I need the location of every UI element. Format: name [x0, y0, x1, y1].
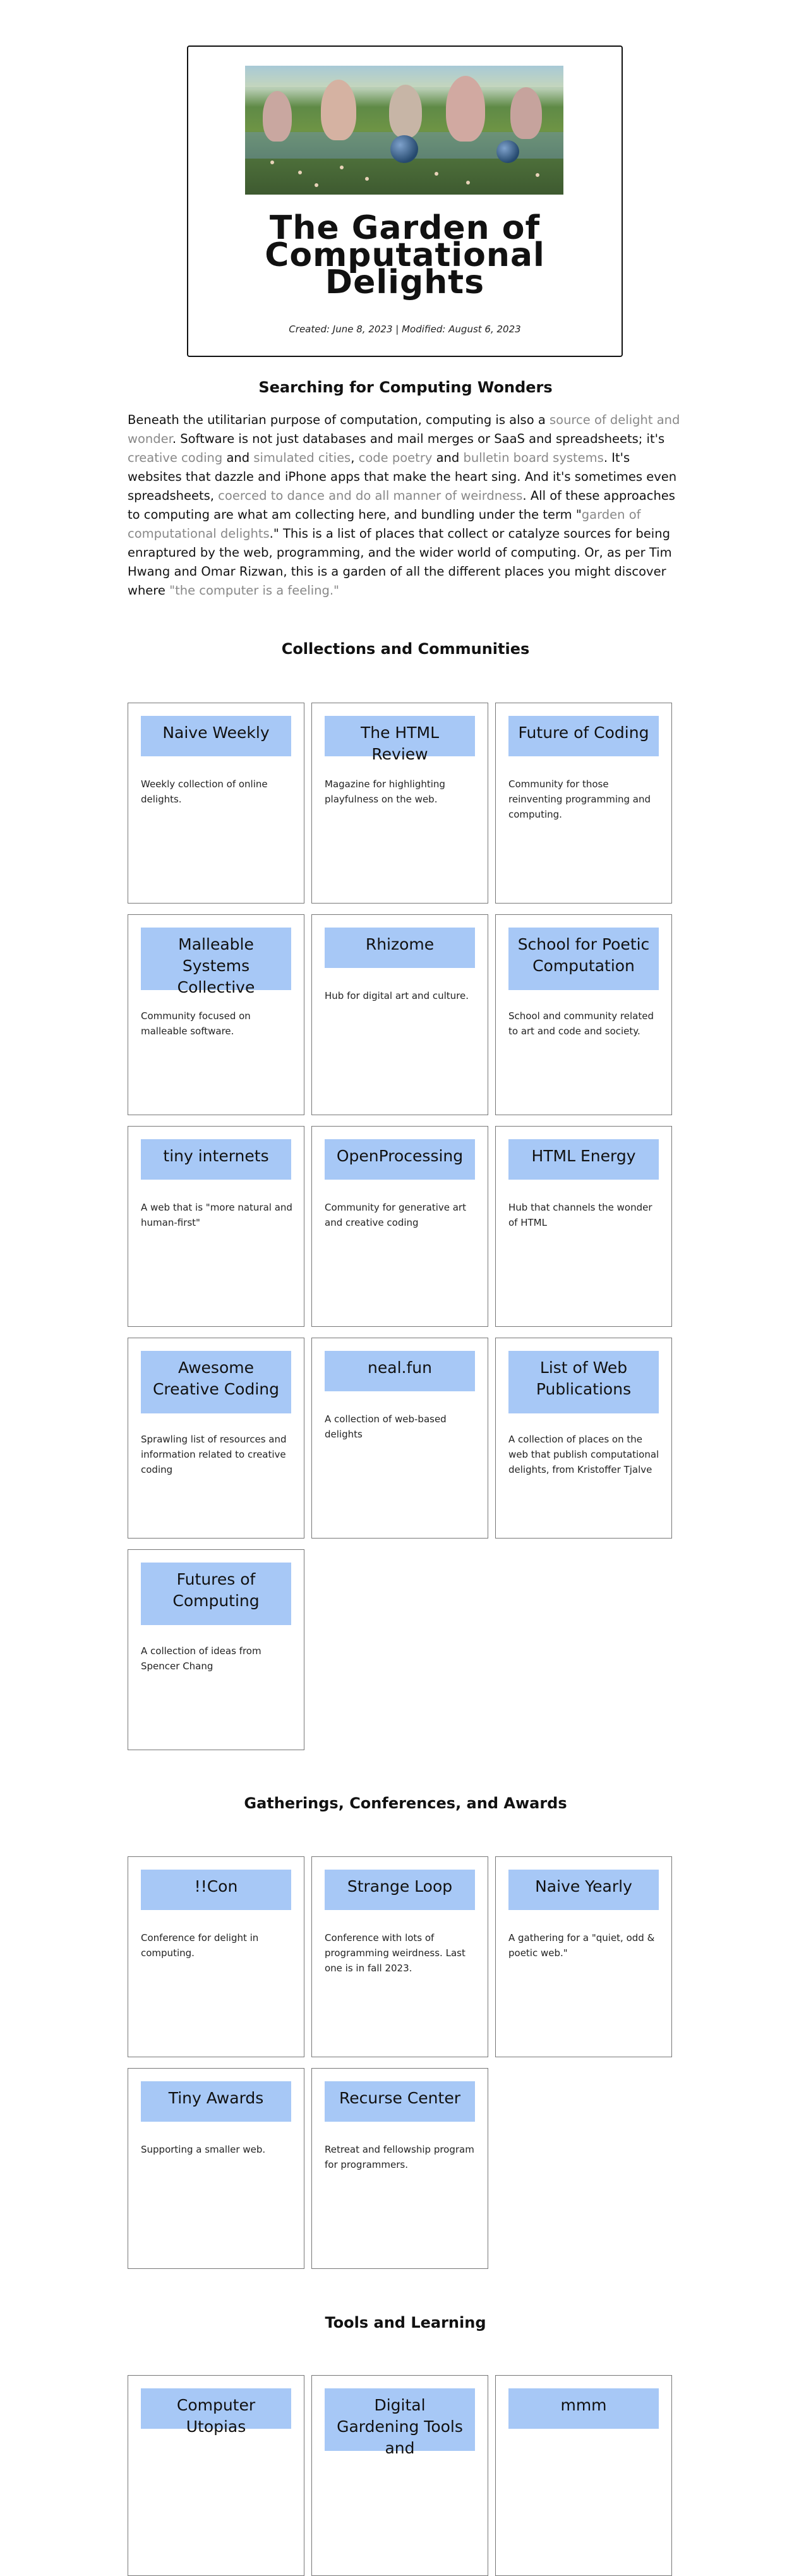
link-computer-is-a-feeling[interactable]: "the computer is a feeling." [169, 583, 340, 598]
card-title[interactable]: Rhizome [325, 928, 475, 968]
title-line-2: Computational [265, 236, 545, 274]
hero-image [245, 66, 563, 195]
link-bulletin-board-systems[interactable]: bulletin board systems [463, 450, 604, 465]
card-description: Supporting a smaller web. [141, 2144, 266, 2155]
header-card: The Garden of Computational Delights Cre… [187, 45, 623, 357]
card-title[interactable]: tiny internets [141, 1139, 291, 1180]
collections-heading: Collections and Communities [281, 640, 530, 658]
card-naive-weekly[interactable]: Naive Weekly Weekly collection of online… [128, 703, 304, 904]
card-description: Hub for digital art and culture. [325, 990, 469, 1001]
card-strange-loop[interactable]: Strange Loop Conference with lots of pro… [311, 1856, 488, 2057]
card-description: A web that is "more natural and human-fi… [141, 1202, 292, 1228]
page-title: The Garden of Computational Delights [188, 209, 622, 301]
card-description: A collection of web-based delights [325, 1413, 447, 1440]
card-futures-of-computing[interactable]: Futures of Computing A collection of ide… [128, 1549, 304, 1750]
card-title[interactable]: Recurse Center [325, 2081, 475, 2122]
card-description: Community focused on malleable software. [141, 1010, 251, 1037]
intro-text: . Software is not just databases and mai… [172, 432, 665, 446]
card-description: A collection of ideas from Spencer Chang [141, 1645, 261, 1672]
card-title[interactable]: mmm [508, 2388, 659, 2429]
card-title[interactable]: Computer Utopias [141, 2388, 291, 2436]
gatherings-heading: Gatherings, Conferences, and Awards [244, 1794, 567, 1812]
card-title[interactable]: Strange Loop [325, 1870, 475, 1910]
intro-text: . It's websites that dazzle and iPhone a… [128, 450, 677, 503]
card-description: Conference with lots of programming weir… [325, 1932, 466, 1974]
card-title[interactable]: Awesome Creative Coding [141, 1351, 291, 1413]
card-bang-bang-con[interactable]: !!Con Conference for delight in computin… [128, 1856, 304, 2057]
card-title[interactable]: Tiny Awards [141, 2081, 291, 2122]
card-naive-yearly[interactable]: Naive Yearly A gathering for a "quiet, o… [495, 1856, 672, 2057]
card-computer-utopias[interactable]: Computer Utopias [128, 2375, 304, 2576]
card-title[interactable]: Naive Yearly [508, 1870, 659, 1910]
title-line-1: The Garden of [269, 209, 541, 247]
card-title[interactable]: School for Poetic Computation [508, 928, 659, 990]
card-tiny-internets[interactable]: tiny internets A web that is "more natur… [128, 1126, 304, 1327]
card-html-energy[interactable]: HTML Energy Hub that channels the wonder… [495, 1126, 672, 1327]
card-the-html-review[interactable]: The HTML Review Magazine for highlightin… [311, 703, 488, 904]
intro-text: , [351, 450, 359, 465]
card-description: Conference for delight in computing. [141, 1932, 259, 1959]
card-mmm[interactable]: mmm [495, 2375, 672, 2576]
card-recurse-center[interactable]: Recurse Center Retreat and fellowship pr… [311, 2068, 488, 2269]
card-tiny-awards[interactable]: Tiny Awards Supporting a smaller web. [128, 2068, 304, 2269]
card-description: Community for those reinventing programm… [508, 778, 651, 820]
card-title[interactable]: Digital Gardening Tools and [325, 2388, 475, 2457]
card-list-of-web-publications[interactable]: List of Web Publications A collection of… [495, 1338, 672, 1539]
link-simulated-cities[interactable]: simulated cities [253, 450, 351, 465]
link-code-poetry[interactable]: code poetry [358, 450, 433, 465]
page: The Garden of Computational Delights Cre… [128, 45, 683, 2576]
intro-paragraph: Beneath the utilitarian purpose of compu… [128, 411, 683, 600]
card-title[interactable]: Naive Weekly [141, 716, 291, 756]
link-source-of-delight[interactable]: source of delight and wonder [128, 413, 680, 446]
title-line-3: Delights [325, 263, 485, 301]
intro-heading: Searching for Computing Wonders [258, 378, 553, 396]
intro-text: . All of these approaches to computing a… [128, 488, 675, 522]
card-openprocessing[interactable]: OpenProcessing Community for generative … [311, 1126, 488, 1327]
card-title[interactable]: OpenProcessing [325, 1139, 475, 1180]
card-description: Community for generative art and creativ… [325, 1202, 466, 1228]
card-description: Magazine for highlighting playfulness on… [325, 778, 445, 805]
card-description: Weekly collection of online delights. [141, 778, 268, 805]
card-title[interactable]: Malleable Systems Collective [141, 928, 291, 996]
card-neal-fun[interactable]: neal.fun A collection of web-based delig… [311, 1338, 488, 1539]
tools-heading: Tools and Learning [325, 2314, 486, 2331]
intro-text: ." This is a list of places that collect… [128, 526, 672, 598]
card-title[interactable]: The HTML Review [325, 716, 475, 763]
card-title[interactable]: !!Con [141, 1870, 291, 1910]
card-title[interactable]: Futures of Computing [141, 1563, 291, 1625]
card-description: School and community related to art and … [508, 1010, 654, 1037]
card-title[interactable]: Future of Coding [508, 716, 659, 756]
card-title[interactable]: List of Web Publications [508, 1351, 659, 1413]
intro-text: and [222, 450, 254, 465]
card-description: A collection of places on the web that p… [508, 1434, 659, 1475]
card-school-for-poetic-computation[interactable]: School for Poetic Computation School and… [495, 914, 672, 1115]
card-description: Hub that channels the wonder of HTML [508, 1202, 652, 1228]
card-title[interactable]: HTML Energy [508, 1139, 659, 1180]
card-rhizome[interactable]: Rhizome Hub for digital art and culture. [311, 914, 488, 1115]
card-digital-gardening-tools[interactable]: Digital Gardening Tools and [311, 2375, 488, 2576]
link-coerced-to-dance[interactable]: coerced to dance and do all manner of we… [218, 488, 523, 503]
link-garden-of-computational-delights[interactable]: garden of computational delights [128, 507, 641, 541]
card-malleable-systems[interactable]: Malleable Systems Collective Community f… [128, 914, 304, 1115]
card-description: Sprawling list of resources and informat… [141, 1434, 287, 1475]
card-future-of-coding[interactable]: Future of Coding Community for those rei… [495, 703, 672, 904]
intro-text: and [432, 450, 464, 465]
card-awesome-creative-coding[interactable]: Awesome Creative Coding Sprawling list o… [128, 1338, 304, 1539]
card-description: Retreat and fellowship program for progr… [325, 2144, 474, 2170]
page-dates: Created: June 8, 2023 | Modified: August… [289, 324, 521, 335]
card-title[interactable]: neal.fun [325, 1351, 475, 1391]
card-description: A gathering for a "quiet, odd & poetic w… [508, 1932, 655, 1959]
link-creative-coding[interactable]: creative coding [128, 450, 223, 465]
intro-text: Beneath the utilitarian purpose of compu… [128, 413, 550, 427]
